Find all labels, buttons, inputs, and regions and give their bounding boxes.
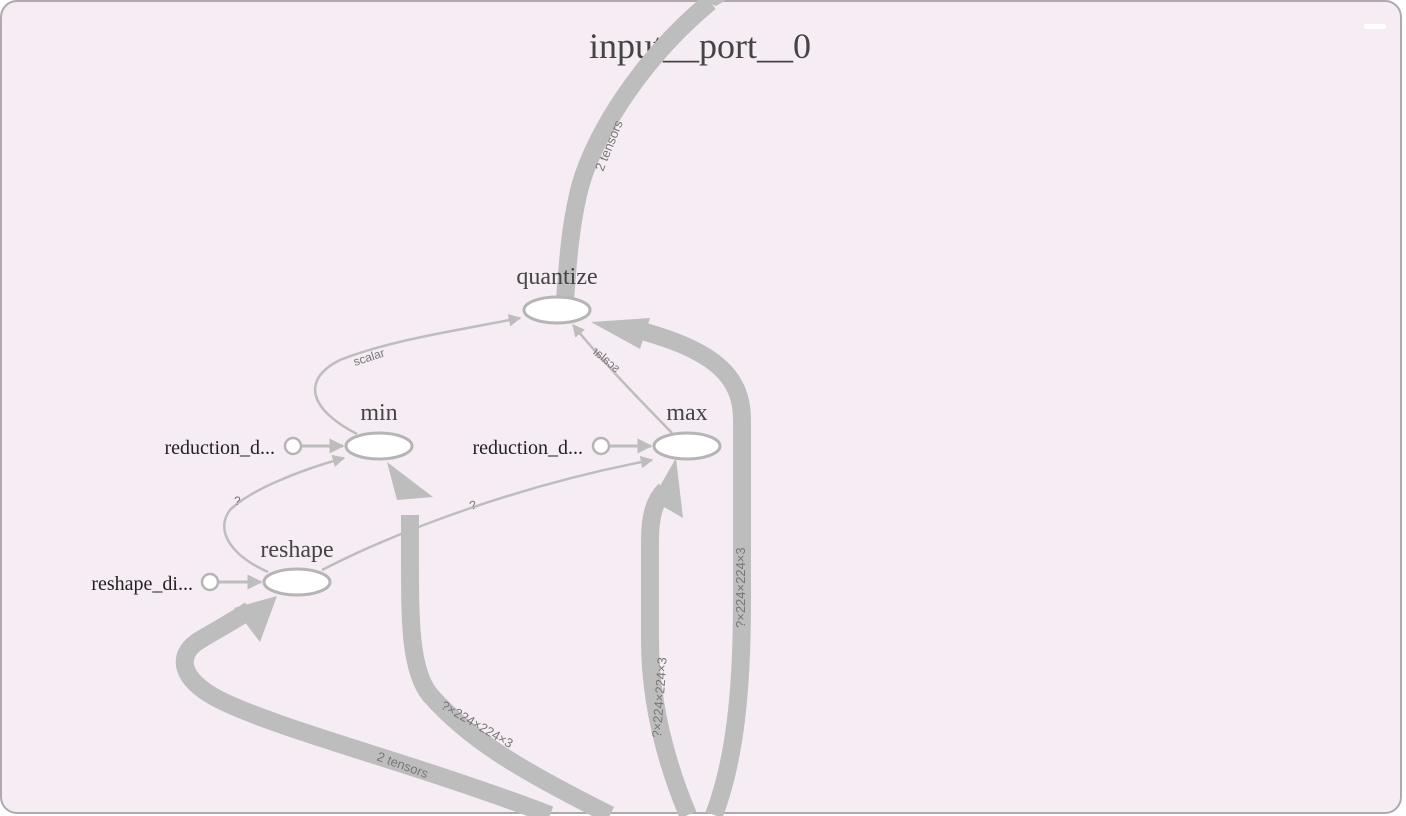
edge-label-input-quantize-bottom: ?×224×224×3 bbox=[733, 547, 748, 628]
node-min[interactable]: min bbox=[344, 400, 414, 461]
const-max-reduction[interactable]: reduction_d... bbox=[472, 436, 611, 459]
const-reshape-dims-shape[interactable] bbox=[200, 572, 220, 592]
edge-reshape-min[interactable] bbox=[223, 454, 346, 574]
edge-input-quantize-bottom[interactable] bbox=[627, 319, 751, 816]
node-quantize[interactable]: quantize bbox=[516, 264, 598, 325]
edge-input-min-arrow bbox=[387, 462, 433, 500]
edge-label-reshape-min: ? bbox=[234, 494, 241, 508]
const-min-reduction-shape[interactable] bbox=[283, 436, 303, 456]
edge-reshape-max[interactable] bbox=[321, 455, 654, 572]
edge-input-quantize[interactable] bbox=[556, 0, 716, 301]
node-max-shape[interactable] bbox=[652, 431, 722, 461]
const-max-reduction-label: reduction_d... bbox=[472, 437, 583, 459]
node-quantize-shape[interactable] bbox=[522, 295, 592, 325]
node-reshape[interactable]: reshape bbox=[260, 537, 334, 597]
const-min-reduction-label: reduction_d... bbox=[164, 437, 275, 459]
node-max-label: max bbox=[666, 400, 707, 426]
node-min-label: min bbox=[360, 400, 397, 426]
edge-label-input-max: ?×224×224×3 bbox=[649, 657, 670, 738]
edge-max-quantize[interactable] bbox=[572, 324, 673, 434]
const-reshape-dims[interactable]: reshape_di... bbox=[91, 572, 220, 595]
edge-input-max[interactable] bbox=[641, 483, 697, 816]
node-max[interactable]: max bbox=[652, 400, 722, 461]
node-reshape-shape[interactable] bbox=[262, 567, 332, 597]
edge-min-quantize[interactable] bbox=[313, 314, 522, 436]
edge-input-quantize-arrow bbox=[702, 0, 726, 6]
minus-icon[interactable] bbox=[1364, 24, 1386, 29]
const-min-reduction[interactable]: reduction_d... bbox=[164, 436, 303, 459]
node-reshape-label: reshape bbox=[260, 537, 333, 563]
edge-label-reshape-max: ? bbox=[468, 497, 479, 512]
group-title: input__port__0 bbox=[589, 26, 811, 66]
edge-input-min[interactable] bbox=[401, 515, 615, 816]
edge-input-reshape[interactable] bbox=[175, 602, 554, 816]
edge-input-quantize-bottom-arrow bbox=[591, 318, 650, 349]
edge-input-reshape-arrow bbox=[234, 596, 277, 642]
const-reshape-dims-label: reshape_di... bbox=[91, 573, 193, 595]
thick-edges bbox=[175, 0, 751, 816]
thin-edges bbox=[219, 314, 673, 590]
node-quantize-label: quantize bbox=[516, 264, 597, 290]
const-max-reduction-shape[interactable] bbox=[591, 436, 611, 456]
node-min-shape[interactable] bbox=[344, 431, 414, 461]
edge-input-max-arrow bbox=[652, 458, 683, 518]
